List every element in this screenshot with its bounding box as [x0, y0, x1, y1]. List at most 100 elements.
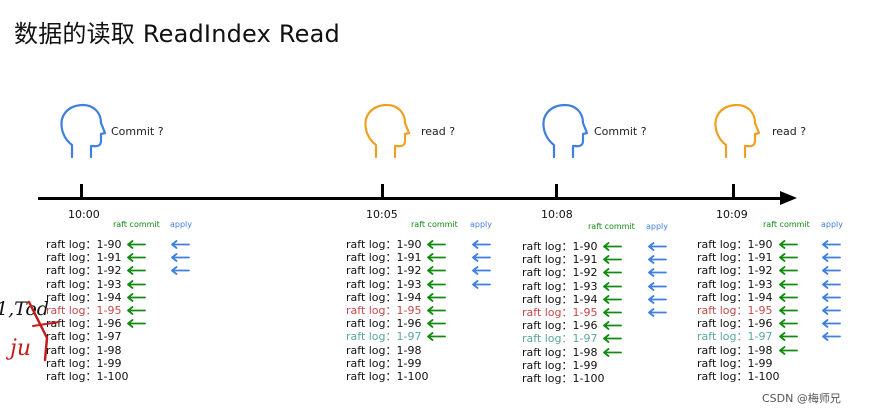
commit-arrow-icon	[127, 292, 146, 302]
commit-arrow-icon	[427, 319, 446, 329]
raft-commit-label-3: raft commit	[588, 222, 635, 231]
apply-arrow-icon	[171, 266, 190, 276]
apply-arrow-icon	[822, 292, 841, 302]
apply-arrow-icon	[648, 268, 667, 278]
apply-arrow-icon	[822, 240, 841, 249]
apply-arrow-icon	[648, 294, 667, 304]
log-row: raft log：1-99	[697, 356, 773, 370]
log-row: raft log：1-100	[522, 371, 605, 385]
apply-arrow-icon	[171, 253, 190, 263]
log-row: raft log：1-98	[522, 345, 598, 359]
log-row: raft log：1-91	[697, 251, 773, 265]
apply-arrow-icon	[822, 306, 841, 315]
bubble-text-3: Commit ?	[594, 125, 647, 138]
commit-arrow-icon	[127, 266, 146, 276]
timeline-arrowhead	[780, 191, 797, 205]
log-row: raft log：1-94	[46, 290, 122, 304]
commit-arrow-icon	[127, 240, 146, 249]
log-row: raft log：1-97	[522, 332, 598, 346]
handwritten-note-line1: 1,Tod	[0, 298, 49, 320]
time-label-3: 10:08	[541, 208, 573, 221]
timeline-tick-1	[80, 184, 83, 198]
log-row: raft log：1-100	[46, 369, 129, 383]
commit-arrow-icon	[779, 292, 798, 302]
apply-arrow-icon	[648, 255, 667, 265]
commit-arrow-icon	[603, 347, 622, 357]
time-label-4: 10:09	[716, 208, 748, 221]
log-row: raft log：1-92	[346, 264, 422, 278]
log-row: raft log：1-93	[522, 279, 598, 293]
apply-arrow-icon	[648, 242, 667, 251]
log-row: raft log：1-93	[46, 277, 122, 291]
log-row: raft log：1-90	[697, 238, 773, 251]
log-row: raft log：1-98	[346, 343, 422, 357]
log-row: raft log：1-99	[522, 358, 598, 372]
log-row: raft log：1-95	[346, 303, 422, 317]
log-row: raft log：1-95	[697, 303, 773, 317]
log-row: raft log：1-94	[522, 292, 598, 306]
log-row: raft log：1-91	[522, 253, 598, 267]
commit-arrow-icon	[427, 279, 446, 289]
log-row: raft log：1-93	[697, 277, 773, 291]
log-row: raft log：1-96	[522, 319, 598, 333]
commit-arrow-icon	[603, 294, 622, 304]
raft-commit-label-4: raft commit	[763, 220, 810, 229]
bubble-text-4: read ?	[772, 125, 807, 138]
apply-arrow-icon	[472, 240, 491, 249]
log-row: raft log：1-92	[522, 266, 598, 280]
log-row: raft log：1-100	[697, 369, 780, 383]
log-row: raft log：1-91	[46, 251, 122, 265]
log-row: raft log：1-100	[346, 369, 429, 383]
raft-commit-label-2: raft commit	[411, 220, 458, 229]
head-icon-1	[60, 103, 106, 159]
handwritten-note-line2: ju	[10, 336, 31, 361]
time-label-1: 10:00	[68, 208, 100, 221]
log-row: raft log：1-92	[697, 264, 773, 278]
commit-arrow-icon	[427, 240, 446, 249]
commit-arrow-icon	[779, 240, 798, 249]
apply-arrow-icon	[822, 332, 841, 342]
log-row: raft log：1-95	[46, 303, 122, 317]
commit-arrow-icon	[603, 255, 622, 265]
apply-arrow-icon	[171, 240, 190, 249]
commit-arrow-icon	[427, 306, 446, 315]
log-row: raft log：1-97	[46, 330, 122, 344]
log-row: raft log：1-95	[522, 305, 598, 319]
log-row: raft log：1-94	[697, 290, 773, 304]
apply-arrow-icon	[472, 266, 491, 276]
log-row: raft log：1-90	[522, 240, 598, 253]
handwritten-strike-mark	[27, 300, 60, 362]
raft-commit-label-1: raft commit	[113, 220, 160, 229]
log-row: raft log：1-97	[697, 330, 773, 344]
apply-label-2: apply	[470, 220, 493, 229]
commit-arrow-icon	[603, 334, 622, 344]
commit-arrow-icon	[427, 292, 446, 302]
apply-arrow-icon	[822, 253, 841, 263]
commit-arrow-icon	[779, 319, 798, 329]
apply-arrow-icon	[472, 253, 491, 263]
commit-arrow-icon	[127, 253, 146, 263]
log-row: raft log：1-94	[346, 290, 422, 304]
commit-arrow-icon	[603, 308, 622, 317]
watermark: CSDN @梅师兄	[762, 392, 841, 405]
bubble-text-2: read ?	[421, 125, 456, 138]
log-row: raft log：1-90	[46, 238, 122, 251]
apply-arrow-icon	[472, 279, 491, 289]
commit-arrow-icon	[779, 306, 798, 315]
log-row: raft log：1-98	[697, 343, 773, 357]
commit-arrow-icon	[603, 321, 622, 331]
commit-arrow-icon	[603, 281, 622, 291]
timeline-tick-3	[555, 184, 558, 198]
commit-arrow-icon	[779, 279, 798, 289]
log-row: raft log：1-97	[346, 330, 422, 344]
apply-arrow-icon	[822, 319, 841, 329]
log-row: raft log：1-99	[346, 356, 422, 370]
log-row: raft log：1-91	[346, 251, 422, 265]
head-icon-4	[714, 103, 760, 159]
apply-label-1: apply	[170, 220, 193, 229]
log-row: raft log：1-99	[46, 356, 122, 370]
